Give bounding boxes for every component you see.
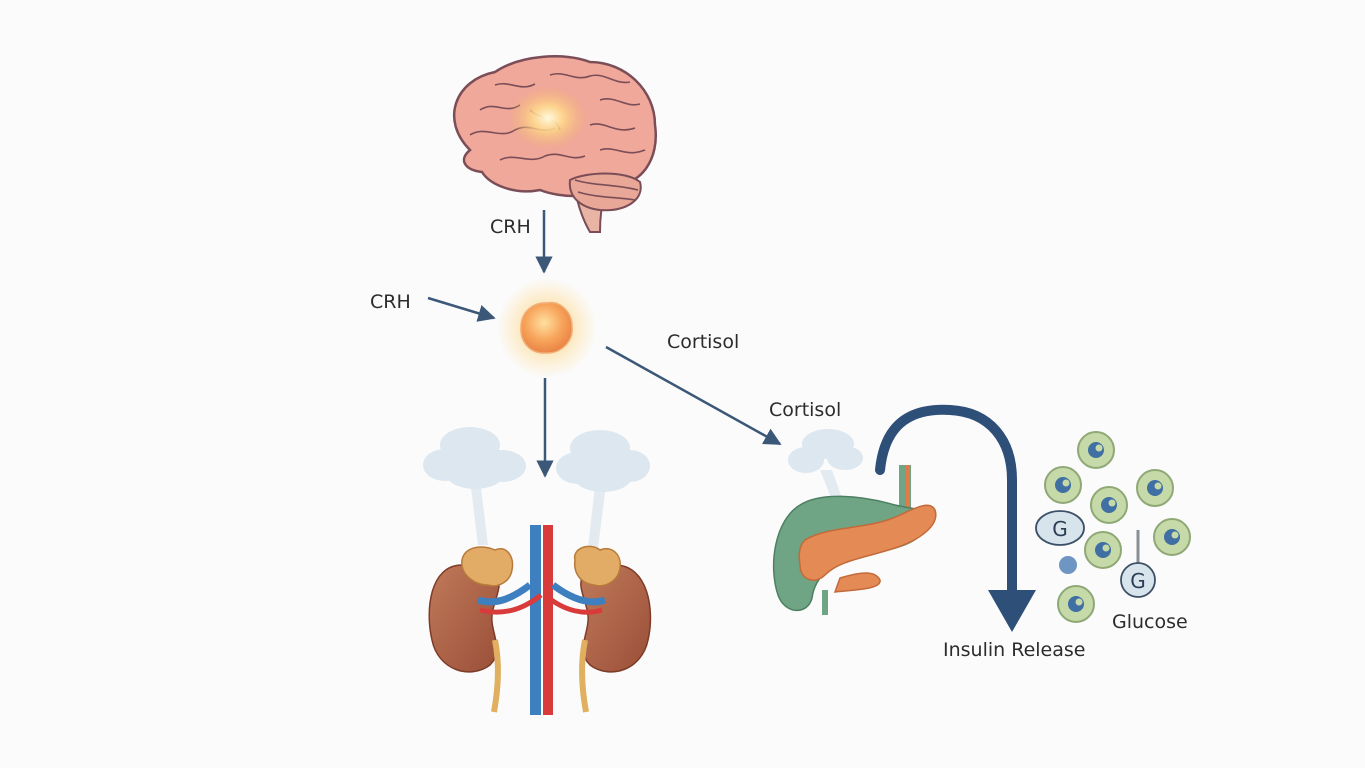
label-crh-top: CRH: [490, 216, 531, 238]
right-ureter: [579, 639, 589, 713]
cell: [1153, 518, 1191, 556]
brain-hypothalamus-glow: [508, 86, 588, 150]
cell: [1090, 486, 1128, 524]
aorta: [543, 525, 553, 715]
label-insulin-release: Insulin Release: [943, 639, 1086, 661]
steam-cloud-right: [556, 430, 650, 548]
glucose-dot: [1059, 556, 1077, 574]
label-cortisol-upper: Cortisol: [667, 331, 740, 353]
cell: [1084, 531, 1122, 569]
cell: [1044, 466, 1082, 504]
glucose-cells: G G: [1035, 431, 1191, 623]
arrow-cortisol-to-pancreas: [605, 345, 782, 446]
glucose-molecule-2: G: [1120, 562, 1156, 598]
vena-cava: [530, 525, 541, 715]
label-crh-left: CRH: [370, 291, 411, 313]
steam-cloud-pancreas: [788, 429, 863, 515]
cell: [1057, 585, 1095, 623]
glucose-molecule-1: G: [1035, 510, 1085, 546]
left-adrenal-gland: [461, 546, 514, 587]
label-cortisol-lower: Cortisol: [769, 399, 842, 421]
kidneys-adrenals-illustration: [423, 427, 652, 715]
label-glucose: Glucose: [1112, 611, 1188, 633]
duodenum: [833, 572, 881, 593]
glucose-molecule-label: G: [1130, 569, 1146, 593]
left-ureter: [491, 639, 501, 713]
cell: [1077, 431, 1115, 469]
pancreas-illustration: [772, 429, 937, 615]
brain-illustration: [453, 55, 658, 233]
glucose-molecule-label: G: [1052, 517, 1068, 541]
steam-cloud-left: [423, 427, 526, 545]
pancreas: [798, 504, 937, 581]
arrow-crh-to-pituitary: [427, 296, 496, 322]
pituitary-gland: [497, 278, 597, 378]
insulin-release-arrow: [875, 404, 1036, 632]
right-adrenal-gland: [574, 545, 621, 587]
cell: [1136, 469, 1174, 507]
